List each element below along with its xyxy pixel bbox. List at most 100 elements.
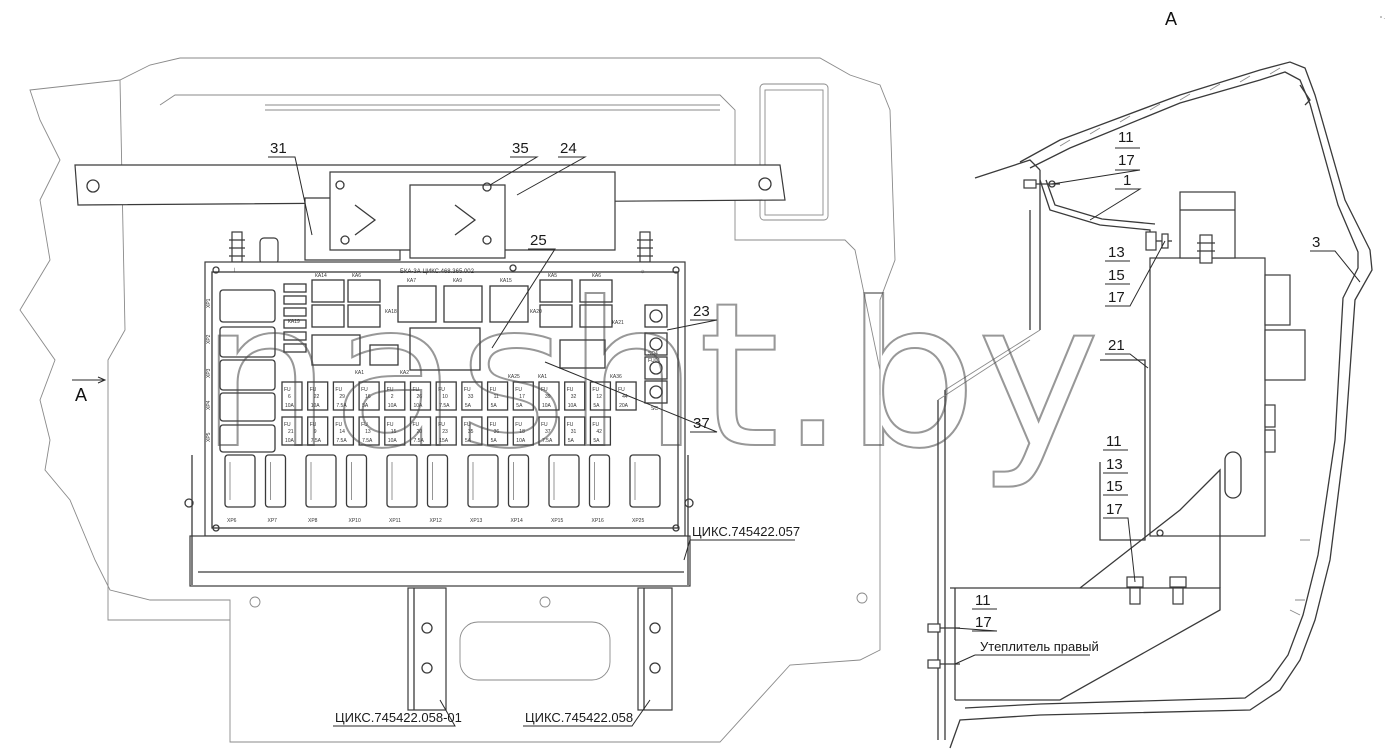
fuse-number: 29 (339, 394, 345, 400)
svg-text:31: 31 (270, 140, 287, 157)
svg-text:13: 13 (1106, 456, 1123, 473)
fuse (435, 416, 457, 446)
connector (426, 454, 449, 508)
fuse (486, 416, 509, 446)
side-label: SC (651, 406, 658, 412)
terminal-post (1197, 234, 1215, 264)
relay-label: КА1 (538, 374, 547, 380)
lower-cutout (459, 621, 611, 681)
connector-label: XP6 (227, 518, 237, 524)
svg-text:1: 1 (1123, 172, 1131, 189)
svg-text:35: 35 (512, 140, 529, 157)
insulation-wall (937, 170, 1041, 740)
relay-label: КА15 (500, 278, 512, 284)
connector (264, 454, 287, 508)
fuse-label: FU (387, 387, 394, 393)
fuse-number: 14 (339, 429, 345, 435)
fuse-label: FU (284, 422, 291, 428)
fuse (384, 416, 406, 446)
svg-text:17: 17 (1106, 501, 1123, 518)
connector-xp2 (219, 326, 276, 358)
right-view: А ° · (927, 9, 1385, 749)
right-recess-inner (764, 89, 824, 216)
fuse-rating: 5A (362, 403, 369, 409)
fuse-rating: 10A (285, 403, 295, 409)
fuse-rating: 7.5A (362, 438, 373, 444)
fuse (589, 381, 612, 411)
mounting-base (189, 535, 691, 587)
connector-xp4 (219, 392, 276, 422)
unit-side-part (1264, 429, 1276, 453)
fuse (564, 416, 586, 446)
connector (507, 454, 530, 508)
connector-label: XP13 (470, 518, 482, 524)
mini-relay (283, 319, 307, 329)
fuse (538, 381, 560, 411)
connector (305, 454, 337, 508)
bracket-bolt-icon (482, 182, 492, 192)
wall-diagonal (937, 329, 1041, 401)
bracket-bolt-icon (649, 622, 661, 634)
svg-text:17: 17 (1108, 289, 1125, 306)
fuse-rating: 10A (568, 403, 578, 409)
skin-hatch (1059, 67, 1281, 147)
unit-side-part (1264, 274, 1291, 326)
fuse-number: 9 (314, 429, 317, 435)
fuse-label: FU (310, 422, 317, 428)
skin-edge (1299, 84, 1311, 106)
connector-label: XP5 (206, 432, 212, 442)
fuse-rating: 10A (516, 438, 526, 444)
fuse (358, 381, 380, 411)
mount-hole (249, 596, 261, 608)
designation-057: ЦИКС.745422.057 (683, 524, 800, 561)
unit-slot (1224, 451, 1242, 499)
fuse-label: FU (335, 422, 342, 428)
connector (386, 454, 418, 508)
fuse-number: 26 (417, 394, 423, 400)
fuse-number: 35 (468, 429, 474, 435)
fuse-rating: 10A (388, 403, 398, 409)
fuse-rating: 10A (285, 438, 295, 444)
fuse (281, 416, 303, 446)
fuse-rating: 10A (414, 403, 424, 409)
callout-1: 1 (1089, 172, 1142, 221)
fuse-number: 10 (442, 394, 448, 400)
connector (629, 454, 661, 508)
connector-label: XP10 (349, 518, 361, 524)
side-terminals: FU01 SD4 SC (644, 304, 668, 412)
relay (311, 279, 345, 303)
connector-label: XP8 (308, 518, 318, 524)
fuse-label: FU (567, 387, 574, 393)
connector-label: XP1 (206, 298, 212, 308)
fuse-number: 42 (596, 429, 602, 435)
fuse-number: 37 (545, 429, 551, 435)
callout-3: 3 (1310, 234, 1361, 283)
fuse-label: FU (361, 387, 368, 393)
connector-label: XP14 (511, 518, 523, 524)
relay (347, 279, 381, 303)
bracket-bolt-icon (335, 180, 345, 190)
insulation-callout: Утеплитель правый (954, 639, 1099, 665)
bracket-hatch (354, 204, 477, 236)
connector-label: XP4 (206, 400, 212, 410)
svg-text:ЦИКС.745422.057: ЦИКС.745422.057 (692, 524, 800, 539)
svg-text:11: 11 (975, 592, 991, 609)
connector (467, 454, 499, 508)
strap-bolt-icon (86, 179, 100, 193)
side-terminal (644, 332, 668, 356)
callout-21: 21 (1105, 337, 1149, 369)
svg-text:24: 24 (560, 140, 577, 157)
cabin-skin-outer (949, 61, 1373, 749)
fuse-label: FU (387, 422, 394, 428)
bracket-bolt-icon (421, 662, 433, 674)
fuse-number: 39 (545, 394, 551, 400)
fuse-rating: 7.5A (336, 438, 347, 444)
side-terminal (644, 356, 668, 380)
relay (311, 304, 345, 328)
mini-relay (283, 283, 307, 293)
svg-text:Утеплитель правый: Утеплитель правый (980, 639, 1099, 654)
fuse-rating: 5A (593, 438, 600, 444)
fuse-label: FU (592, 387, 599, 393)
fuse-label: FU (361, 422, 368, 428)
